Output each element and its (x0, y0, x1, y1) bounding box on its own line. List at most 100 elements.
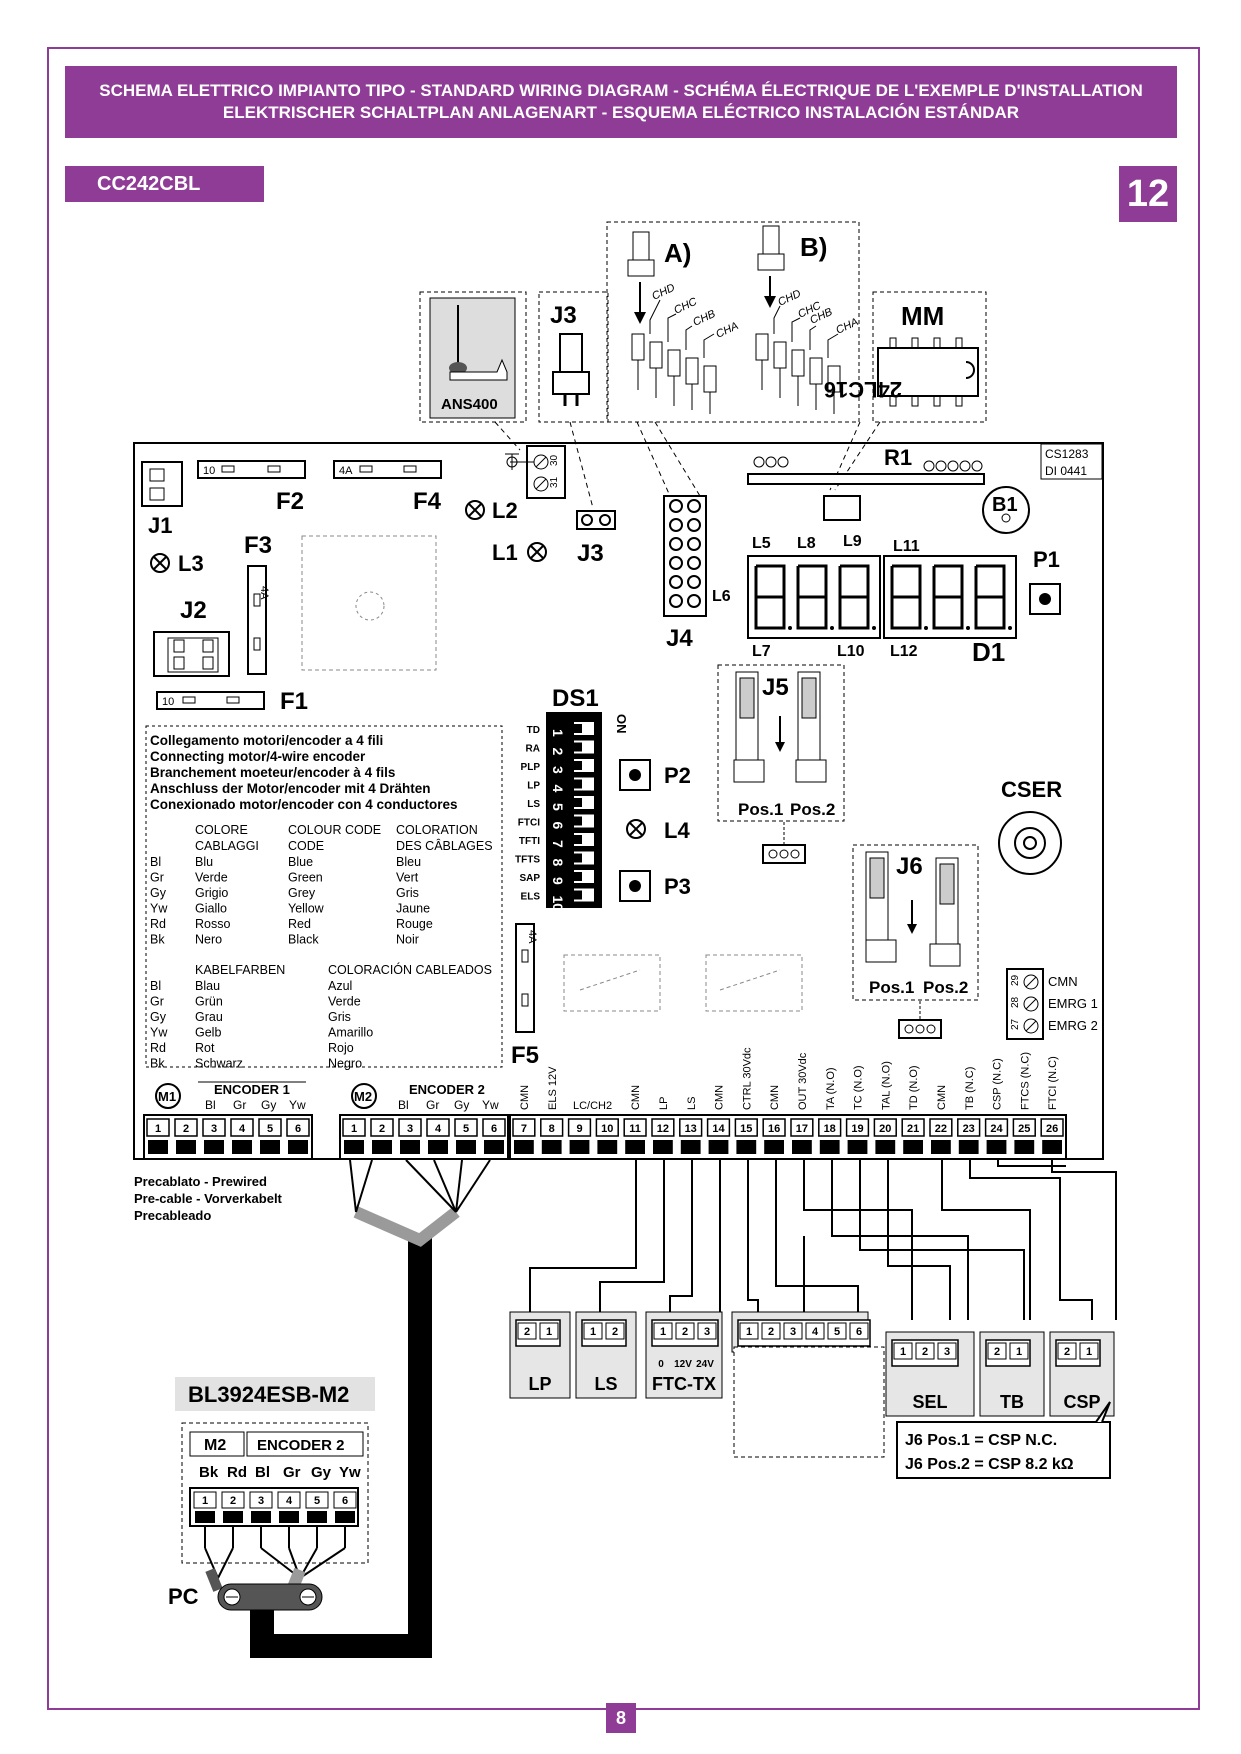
p3-label: P3 (664, 874, 691, 899)
ls-terminal-2[interactable] (605, 1322, 625, 1340)
svg-text:7: 7 (521, 1123, 527, 1135)
main-terminal-26[interactable] (1040, 1118, 1064, 1137)
j5-jumper-pos2 (795, 671, 827, 783)
main-terminal-15[interactable] (734, 1118, 758, 1137)
main-terminal-19[interactable] (845, 1118, 870, 1137)
p1-button[interactable] (1029, 583, 1061, 615)
enc1-colour: Yw (289, 1098, 306, 1112)
chb-label-a: CHB (691, 308, 717, 329)
svg-text:1: 1 (746, 1326, 752, 1338)
motor2-terminal-2[interactable] (370, 1118, 394, 1137)
tb-terminal-1[interactable] (1009, 1342, 1029, 1360)
main-terminal-12[interactable] (651, 1118, 675, 1137)
motor-unit-terminal-3[interactable] (249, 1491, 273, 1509)
f3-fuse: 4A (247, 565, 270, 675)
ls-terminal-1[interactable] (583, 1322, 603, 1340)
motor2-terminal-5[interactable] (454, 1118, 478, 1137)
motor1-terminal-5[interactable] (258, 1118, 282, 1137)
lp-terminal-1[interactable] (539, 1322, 559, 1340)
main-terminal-16[interactable] (762, 1118, 786, 1137)
prewired-line-1: Precablato - Prewired (134, 1174, 267, 1189)
main-terminal-20[interactable] (873, 1118, 897, 1137)
colour-fr: Gris (396, 886, 419, 900)
ftc-rx-terminal-4[interactable] (805, 1322, 825, 1340)
motor-unit-terminal-5[interactable] (305, 1491, 329, 1509)
j3-label: J3 (577, 540, 604, 567)
motor2-terminal-1[interactable] (342, 1118, 366, 1137)
dip-number-10: 10 (550, 896, 566, 912)
motor1-terminal-6[interactable] (286, 1118, 310, 1137)
svg-text:23: 23 (963, 1123, 975, 1135)
ftc-tx-terminal-3[interactable] (697, 1322, 717, 1340)
colour-code: Bl (150, 855, 161, 869)
ftc-rx-terminal-6[interactable] (849, 1322, 869, 1340)
p2-button[interactable] (619, 759, 651, 791)
motor-unit-colour: Rd (227, 1464, 247, 1481)
dip-label-8: TFTS (515, 855, 540, 866)
main-terminal-10[interactable] (595, 1118, 619, 1137)
svg-text:1: 1 (546, 1326, 552, 1338)
motor1-terminal-4[interactable] (230, 1118, 254, 1137)
svg-text:2: 2 (682, 1326, 688, 1338)
svg-text:6: 6 (342, 1495, 348, 1507)
colour-es: Gris (328, 1010, 351, 1024)
svg-text:2: 2 (922, 1346, 928, 1358)
main-terminal-24[interactable] (984, 1118, 1009, 1137)
main-terminal-23[interactable] (957, 1118, 981, 1137)
p3-button[interactable] (619, 870, 651, 902)
svg-text:19: 19 (851, 1123, 863, 1135)
motor1-terminal-1[interactable] (146, 1118, 170, 1137)
lp-terminal-2[interactable] (517, 1322, 537, 1340)
main-terminal-21[interactable] (901, 1118, 925, 1137)
main-terminal-17[interactable] (790, 1118, 814, 1137)
ftc-tx-terminal-2[interactable] (675, 1322, 695, 1340)
main-terminal-13[interactable] (679, 1118, 703, 1137)
ftc-rx-terminal-5[interactable] (827, 1322, 847, 1340)
motor2-terminal-6[interactable] (482, 1118, 506, 1137)
motor-unit-terminal-1[interactable] (193, 1491, 217, 1509)
motor-unit-terminal-6[interactable] (333, 1491, 357, 1509)
motor-unit-terminal-2[interactable] (221, 1491, 245, 1509)
main-terminal-9[interactable] (567, 1118, 592, 1137)
sel-terminal-2[interactable] (915, 1342, 935, 1360)
motor2-terminal-3[interactable] (398, 1118, 422, 1137)
j3-pins (576, 510, 616, 530)
svg-text:4: 4 (435, 1123, 442, 1135)
emrg-2-label: EMRG 2 (1048, 1018, 1098, 1033)
mm-box (872, 291, 987, 423)
terminal-label: OUT 30Vdc (797, 1052, 809, 1110)
main-terminal-8[interactable] (540, 1118, 564, 1137)
cser-label: CSER (1001, 777, 1062, 802)
sel-terminal-1[interactable] (893, 1342, 913, 1360)
motor2-terminal-4[interactable] (426, 1118, 450, 1137)
terminal-label: TAL (N.O) (880, 1061, 892, 1110)
svg-text:3: 3 (407, 1123, 413, 1135)
emrg-1-label: EMRG 1 (1048, 996, 1098, 1011)
ftc-rx-terminal-3[interactable] (783, 1322, 803, 1340)
dip-number-3: 3 (550, 766, 566, 774)
main-terminal-7[interactable] (512, 1118, 536, 1137)
f5-label: F5 (511, 1042, 539, 1069)
csp-terminal-2[interactable] (1057, 1342, 1077, 1360)
csp-terminal-1[interactable] (1079, 1342, 1099, 1360)
cha-label-a: CHA (714, 320, 740, 341)
main-terminal-22[interactable] (929, 1118, 953, 1137)
l4-label: L4 (664, 818, 690, 843)
tb-terminal-2[interactable] (987, 1342, 1007, 1360)
main-terminal-11[interactable] (623, 1118, 647, 1137)
motor1-terminal-3[interactable] (202, 1118, 226, 1137)
ftc-rx-terminal-2[interactable] (761, 1322, 781, 1340)
motor-unit-terminal-4[interactable] (277, 1491, 301, 1509)
sel-terminal-3[interactable] (937, 1342, 957, 1360)
pc-label: PC (168, 1584, 199, 1609)
terminal-label: TA (N.O) (825, 1067, 837, 1110)
ab-jumper-box (606, 221, 860, 423)
main-terminal-18[interactable] (818, 1118, 842, 1137)
colour-it: Blu (195, 855, 213, 869)
motor1-terminal-2[interactable] (174, 1118, 198, 1137)
main-terminal-14[interactable] (706, 1118, 731, 1137)
colour-it: Rosso (195, 917, 230, 931)
ftc-tx-terminal-1[interactable] (653, 1322, 673, 1340)
ftc-rx-terminal-1[interactable] (739, 1322, 759, 1340)
main-terminal-25[interactable] (1012, 1118, 1036, 1137)
